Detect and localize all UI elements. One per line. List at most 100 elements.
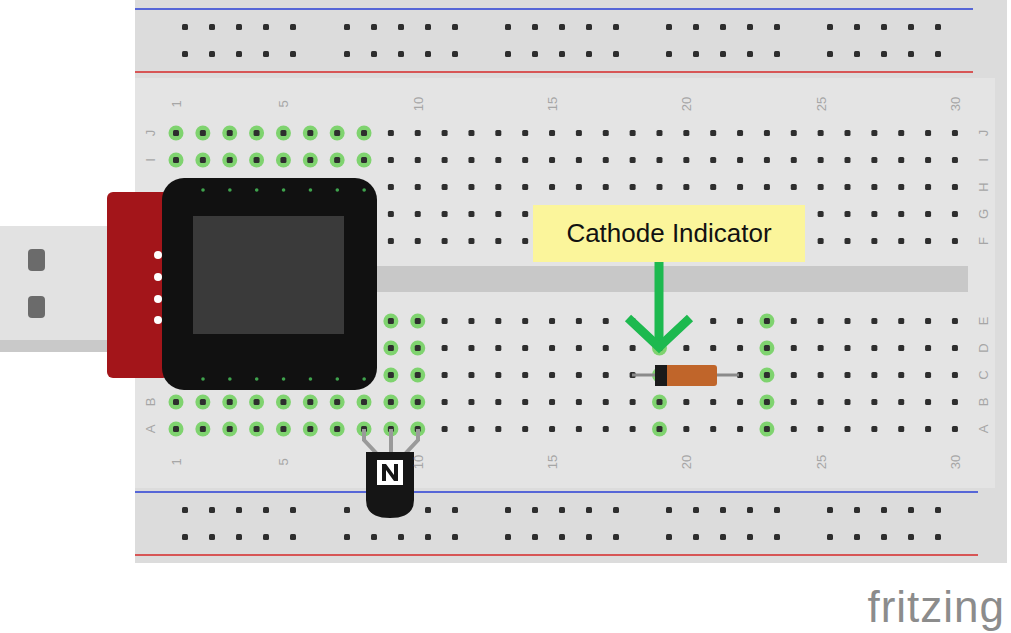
breadboard-hole xyxy=(737,345,743,351)
breadboard-hole xyxy=(952,130,958,136)
breadboard-hole xyxy=(263,51,269,57)
breadboard-hole xyxy=(720,534,726,540)
breadboard-hole xyxy=(871,130,877,136)
breadboard-hole xyxy=(532,24,538,30)
breadboard-hole xyxy=(344,507,350,513)
breadboard-hole xyxy=(415,399,421,405)
module-pin xyxy=(201,377,205,381)
column-number: 20 xyxy=(680,455,693,469)
breadboard-hole xyxy=(666,507,672,513)
connected-hole xyxy=(195,153,210,168)
breadboard-hole xyxy=(227,399,233,405)
breadboard-hole xyxy=(898,184,904,190)
breadboard-hole xyxy=(200,426,206,432)
breadboard-hole xyxy=(468,130,474,136)
breadboard-hole xyxy=(827,534,833,540)
breadboard-hole xyxy=(371,534,377,540)
breadboard-hole xyxy=(290,507,296,513)
breadboard-hole xyxy=(683,157,689,163)
breadboard-hole xyxy=(952,345,958,351)
row-letter: A xyxy=(977,425,990,434)
breadboard-hole xyxy=(576,399,582,405)
breadboard-hole xyxy=(559,24,565,30)
breadboard-hole xyxy=(334,426,340,432)
row-letter: D xyxy=(977,343,990,352)
breadboard-hole xyxy=(468,399,474,405)
breadboard-hole xyxy=(415,130,421,136)
usb-slot xyxy=(28,296,45,318)
usb-housing xyxy=(107,192,169,378)
callout-text: Cathode Indicator xyxy=(566,219,771,248)
rail-line-blue xyxy=(135,8,973,10)
breadboard-hole xyxy=(495,345,501,351)
pin-dot xyxy=(154,295,162,303)
breadboard-hole xyxy=(505,507,511,513)
breadboard-hole xyxy=(532,534,538,540)
breadboard-hole xyxy=(854,51,860,57)
breadboard-hole xyxy=(254,130,260,136)
breadboard-hole xyxy=(388,399,394,405)
breadboard-hole xyxy=(182,24,188,30)
breadboard-hole xyxy=(549,318,555,324)
breadboard-hole xyxy=(656,157,662,163)
breadboard-hole xyxy=(549,157,555,163)
breadboard-hole xyxy=(871,238,877,244)
breadboard-hole xyxy=(559,51,565,57)
breadboard-hole xyxy=(388,157,394,163)
row-letter: A xyxy=(144,425,157,434)
breadboard-hole xyxy=(495,130,501,136)
breadboard-hole xyxy=(290,534,296,540)
breadboard-hole xyxy=(791,399,797,405)
breadboard-hole xyxy=(656,184,662,190)
breadboard-hole xyxy=(925,399,931,405)
module-pin xyxy=(228,377,232,381)
connected-hole xyxy=(303,126,318,141)
transistor-leg xyxy=(364,429,418,455)
connected-hole xyxy=(276,126,291,141)
breadboard-hole xyxy=(791,318,797,324)
module-pin xyxy=(282,188,286,192)
connected-hole xyxy=(759,395,774,410)
breadboard-hole xyxy=(522,399,528,405)
breadboard-hole xyxy=(334,399,340,405)
breadboard-hole xyxy=(683,184,689,190)
breadboard-hole xyxy=(603,157,609,163)
column-number: 15 xyxy=(546,455,559,469)
breadboard-hole xyxy=(290,51,296,57)
column-number: 10 xyxy=(411,97,424,111)
breadboard-hole xyxy=(468,157,474,163)
connected-hole xyxy=(410,368,425,383)
breadboard-hole xyxy=(522,211,528,217)
pin-dot xyxy=(154,273,162,281)
breadboard-hole xyxy=(576,130,582,136)
breadboard-hole xyxy=(263,507,269,513)
breadboard-hole xyxy=(764,426,770,432)
breadboard-hole xyxy=(388,345,394,351)
breadboard-hole xyxy=(710,157,716,163)
module-pin xyxy=(255,188,259,192)
module-pin xyxy=(362,188,366,192)
breadboard-hole xyxy=(254,399,260,405)
module-pin xyxy=(228,188,232,192)
breadboard-hole xyxy=(871,184,877,190)
connected-hole xyxy=(652,422,667,437)
connected-hole xyxy=(330,395,345,410)
breadboard-hole xyxy=(935,507,941,513)
breadboard-hole xyxy=(791,130,797,136)
breadboard-hole xyxy=(656,426,662,432)
breadboard-hole xyxy=(710,184,716,190)
breadboard-hole xyxy=(683,345,689,351)
row-letter: B xyxy=(144,398,157,407)
breadboard-hole xyxy=(898,399,904,405)
breadboard-hole xyxy=(952,157,958,163)
breadboard-hole xyxy=(908,51,914,57)
breadboard-hole xyxy=(925,130,931,136)
breadboard-hole xyxy=(442,211,448,217)
breadboard-hole xyxy=(505,534,511,540)
breadboard-hole xyxy=(549,399,555,405)
breadboard-hole xyxy=(361,157,367,163)
column-number: 15 xyxy=(546,97,559,111)
breadboard-hole xyxy=(854,24,860,30)
connected-hole xyxy=(195,395,210,410)
connected-hole xyxy=(222,126,237,141)
